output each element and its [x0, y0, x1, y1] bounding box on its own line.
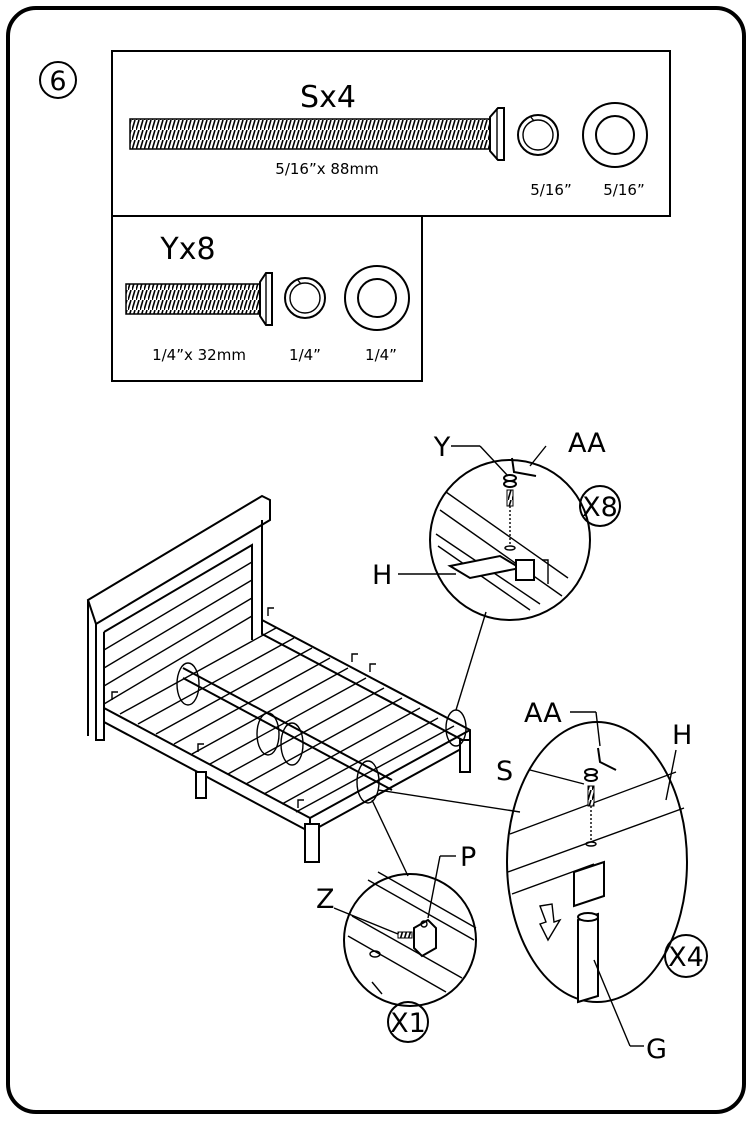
detail-top-label-aa: AA — [568, 428, 606, 459]
page-frame — [6, 6, 746, 1114]
hardware-box-s: Sx4 5/16”x 88mm 5/16” 5/16” — [111, 50, 671, 217]
detail-callout-right: AA S H G X4 — [496, 698, 708, 1065]
allen-key-icon — [597, 747, 617, 771]
bolt-icon — [503, 474, 517, 551]
detail-right-label-h: H — [672, 720, 692, 751]
hardware-y-flat-washer-size: 1/4” — [365, 346, 397, 364]
hardware-box-y: Yx8 1/4”x 32mm 1/4” 1/4” — [111, 215, 423, 382]
allen-key-icon — [511, 457, 537, 477]
lock-washer-icon — [517, 114, 559, 156]
down-arrow-icon — [539, 903, 562, 942]
lock-washer-icon — [284, 277, 326, 319]
hardware-s-flat-washer-size: 5/16” — [603, 181, 644, 199]
detail-top-label-h: H — [372, 560, 392, 591]
headboard — [86, 494, 271, 741]
detail-right-label-s: S — [496, 756, 513, 787]
detail-top-multiplier: X8 — [582, 492, 618, 523]
hardware-y-lock-washer-size: 1/4” — [289, 346, 321, 364]
detail-callout-top: Y AA H X8 — [372, 428, 621, 621]
detail-bottom-label-p: P — [460, 842, 476, 873]
hardware-s-title: Sx4 — [300, 80, 356, 115]
step-number: 6 — [49, 66, 66, 97]
bolt-icon — [125, 272, 273, 326]
bed-frame-illustration — [86, 494, 471, 863]
hardware-s-bolt-size: 5/16”x 88mm — [275, 160, 378, 178]
detail-bottom-multiplier: X1 — [390, 1008, 426, 1039]
hardware-s-lock-washer-size: 5/16” — [530, 181, 571, 199]
bolt-icon — [584, 768, 598, 847]
detail-bottom-label-z: Z — [316, 884, 335, 915]
detail-top-label-y: Y — [433, 432, 451, 463]
hardware-y-bolt-size: 1/4”x 32mm — [152, 346, 246, 364]
detail-right-label-aa: AA — [524, 698, 562, 729]
detail-right-multiplier: X4 — [668, 942, 704, 973]
detail-right-label-g: G — [646, 1034, 667, 1065]
detail-callout-bottom: Z P X1 — [316, 842, 477, 1043]
flat-washer-icon — [344, 265, 410, 331]
bolt-icon — [129, 107, 505, 161]
flat-washer-icon — [582, 102, 648, 168]
slats — [119, 627, 455, 813]
hardware-y-title: Yx8 — [159, 232, 215, 267]
step-number-badge: 6 — [39, 61, 77, 99]
